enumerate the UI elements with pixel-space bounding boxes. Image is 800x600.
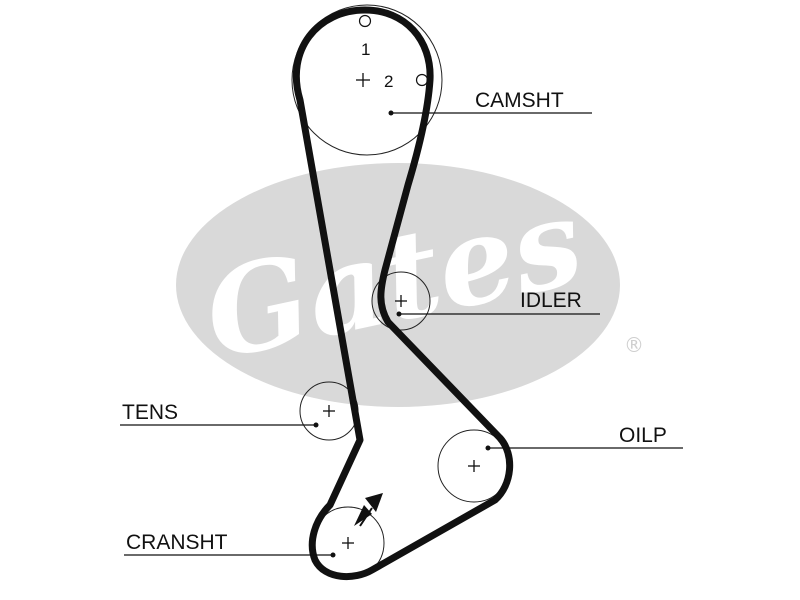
camshaft-timing-marks: 1 2 [356,14,429,91]
camshaft-center-cross [356,73,370,87]
watermark-trademark: ® [624,333,644,357]
tensioner-leader-dot [313,422,319,428]
idler-leader-dot [396,311,402,317]
timing-mark-circle-1 [358,14,372,28]
watermark-oval [176,163,620,407]
camshaft-pulley [291,4,443,156]
tensioner-center-cross [323,405,335,417]
label-tensioner: TENS [122,401,178,424]
crankshaft-leader-dot [330,552,336,558]
label-crankshaft: CRANSHT [126,531,228,554]
label-oil-pump: OILP [619,424,667,447]
timing-mark-1: 1 [361,40,370,59]
timing-mark-circle-2 [415,73,429,87]
crankshaft-center-cross [342,537,354,549]
label-idler: IDLER [520,289,582,312]
rotation-direction-arrow-icon [354,493,383,527]
camshaft-leader-dot [388,110,394,116]
timing-belt [292,6,514,581]
timing-mark-2: 2 [384,72,393,91]
idler-center-cross [395,295,407,307]
leader-lines [120,110,683,558]
oil-pump-center-cross [468,460,480,472]
oil-pump-leader-dot [485,445,491,451]
gates-watermark-logo: Gates ® [176,163,644,407]
label-camshaft: CAMSHT [475,89,564,112]
idler-pulley [371,271,431,331]
